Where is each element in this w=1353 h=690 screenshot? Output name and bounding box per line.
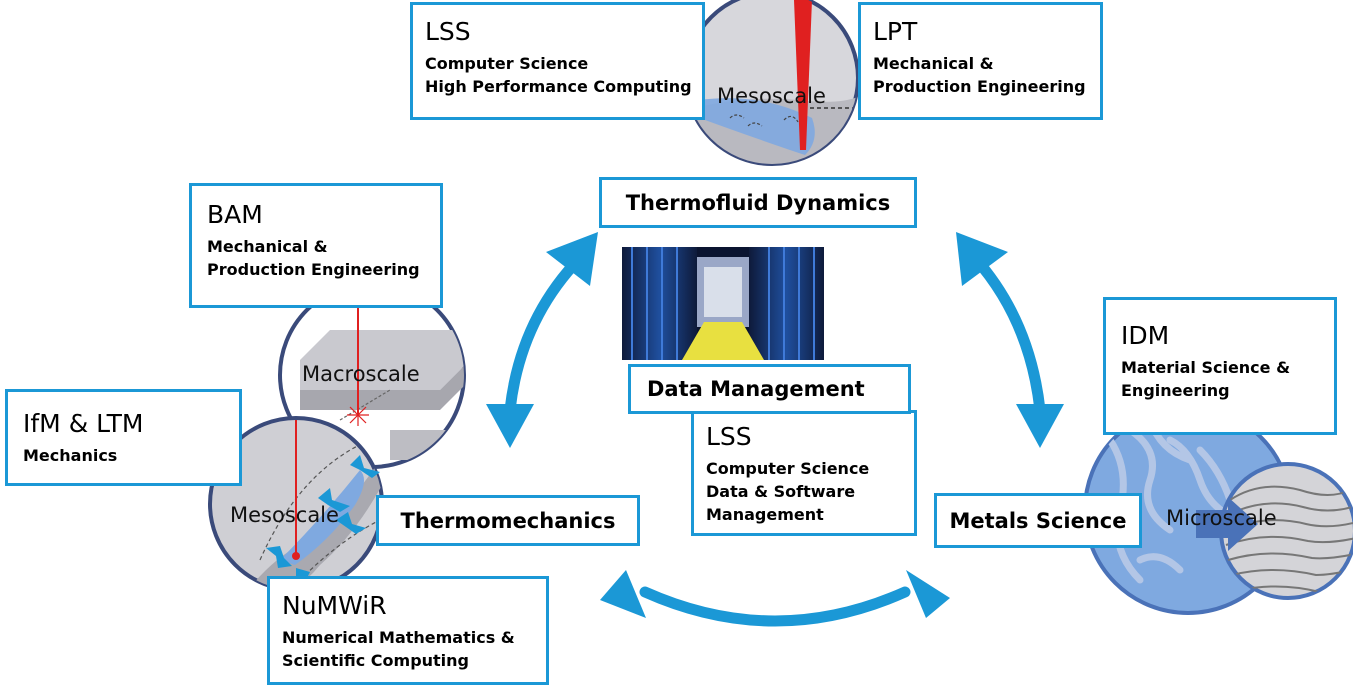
partner-discipline: Mechanical & [207, 237, 328, 256]
data-center-image [622, 247, 824, 360]
arrow-thermomechanics-metals [639, 586, 911, 627]
microscale-circles [1083, 405, 1353, 615]
topic-label: Thermofluid Dynamics [625, 190, 891, 215]
partner-discipline: Numerical Mathematics & [282, 628, 515, 647]
partner-name: BAM [207, 200, 263, 229]
partner-discipline: Computer Science [706, 459, 870, 478]
partner-box-bam: BAM Mechanical & Production Engineering [189, 183, 443, 308]
topic-box-metals-science: Metals Science [934, 493, 1142, 548]
partner-discipline: Mechanical & [873, 54, 994, 73]
partner-discipline: Scientific Computing [282, 651, 470, 670]
top-mesoscale-circle [684, 0, 860, 166]
cycle-arrowheads [486, 232, 1064, 618]
partner-name: IDM [1121, 321, 1170, 350]
partner-box-idm: IDM Material Science & Engineering [1103, 297, 1337, 435]
partner-discipline: Management [706, 505, 824, 524]
partner-discipline: Mechanics [23, 446, 118, 465]
left-mesoscale-circle [208, 416, 384, 592]
partner-name: NuMWiR [282, 591, 387, 620]
partner-discipline: Production Engineering [873, 77, 1086, 96]
topic-box-thermomechanics: Thermomechanics [376, 495, 640, 546]
topic-box-data-management: Data Management [628, 364, 911, 414]
partner-discipline: Engineering [1121, 381, 1230, 400]
partner-discipline: Material Science & [1121, 358, 1291, 377]
partner-box-lss-center: LSS Computer Science Data & Software Man… [691, 410, 917, 536]
partner-name: LSS [706, 422, 752, 451]
arrow-thermofluid-metals [969, 252, 1046, 416]
scale-label-left-mesoscale: Mesoscale [230, 503, 339, 527]
scale-label-macroscale: Macroscale [302, 362, 420, 386]
arrow-thermofluid-thermomechanics [504, 252, 586, 416]
partner-box-lss-top: LSS Computer Science High Performance Co… [410, 2, 705, 120]
partner-box-ifm-ltm: IfM & LTM Mechanics [5, 389, 242, 486]
topic-label: Thermomechanics [400, 508, 616, 533]
partner-name: IfM & LTM [23, 409, 144, 438]
topic-label: Metals Science [949, 508, 1127, 533]
scale-label-microscale: Microscale [1166, 506, 1277, 530]
cycle-arrows [504, 252, 1046, 627]
topic-label: Data Management [647, 377, 865, 401]
partner-discipline: Computer Science [425, 54, 589, 73]
partner-discipline: High Performance Computing [425, 77, 692, 96]
heat-flux-arrows [266, 455, 380, 580]
partner-box-numwir: NuMWiR Numerical Mathematics & Scientifi… [267, 576, 549, 685]
partner-box-lpt: LPT Mechanical & Production Engineering [858, 2, 1103, 120]
partner-name: LSS [425, 17, 471, 46]
partner-discipline: Production Engineering [207, 260, 420, 279]
scale-label-top-mesoscale: Mesoscale [717, 84, 826, 108]
topic-box-thermofluid-dynamics: Thermofluid Dynamics [599, 177, 917, 228]
partner-name: LPT [873, 17, 918, 46]
partner-discipline: Data & Software [706, 482, 856, 501]
